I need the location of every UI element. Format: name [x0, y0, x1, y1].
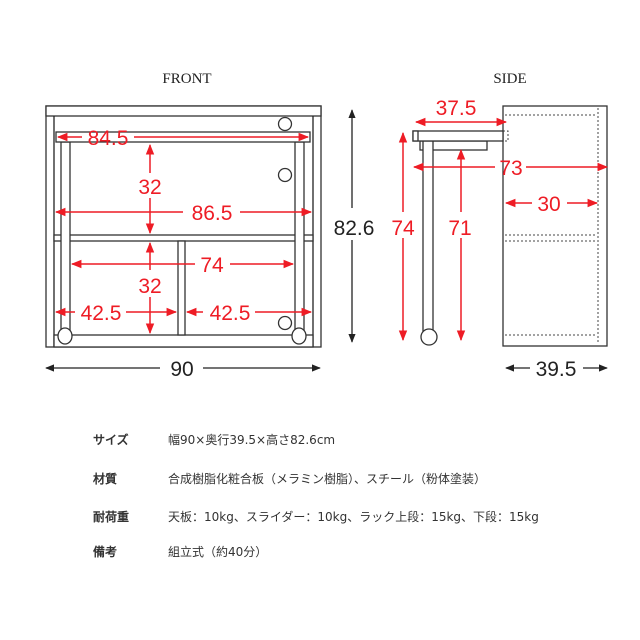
spec-value: 天板：10kg、スライダー：10kg、ラック上段：15kg、下段：15kg	[168, 510, 539, 524]
dim-left-bay: 42.5	[81, 302, 122, 325]
front-view	[45, 105, 356, 372]
dim-inner-depth: 30	[537, 193, 560, 216]
dim-upper-height: 32	[138, 176, 161, 199]
dim-total-height: 82.6	[334, 217, 375, 240]
spec-label: サイズ	[93, 433, 129, 447]
front-title: FRONT	[162, 71, 211, 87]
dim-shelf-width: 74	[200, 254, 224, 277]
dim-under-height: 71	[448, 217, 471, 240]
dim-reach: 73	[499, 157, 522, 180]
spec-label: 材質	[93, 472, 118, 486]
dim-slider-depth: 37.5	[436, 97, 477, 120]
dim-total-depth: 39.5	[536, 358, 577, 381]
dim-right-bay: 42.5	[210, 302, 251, 325]
dim-total-width: 90	[170, 358, 193, 381]
spec-label: 備考	[93, 545, 118, 559]
spec-value: 組立式（約40分）	[168, 545, 268, 559]
dim-lower-height: 32	[138, 275, 161, 298]
dim-slider-width: 84.5	[88, 127, 129, 150]
side-title: SIDE	[493, 71, 526, 87]
spec-value: 幅90×奥行39.5×高さ82.6cm	[168, 433, 336, 447]
dim-slider-height: 74	[391, 217, 415, 240]
spec-label: 耐荷重	[93, 510, 130, 524]
side-view	[398, 105, 609, 372]
spec-value: 合成樹脂化粧合板（メラミン樹脂）、スチール（粉体塗装）	[168, 472, 487, 486]
dim-inner-width: 86.5	[192, 202, 233, 225]
